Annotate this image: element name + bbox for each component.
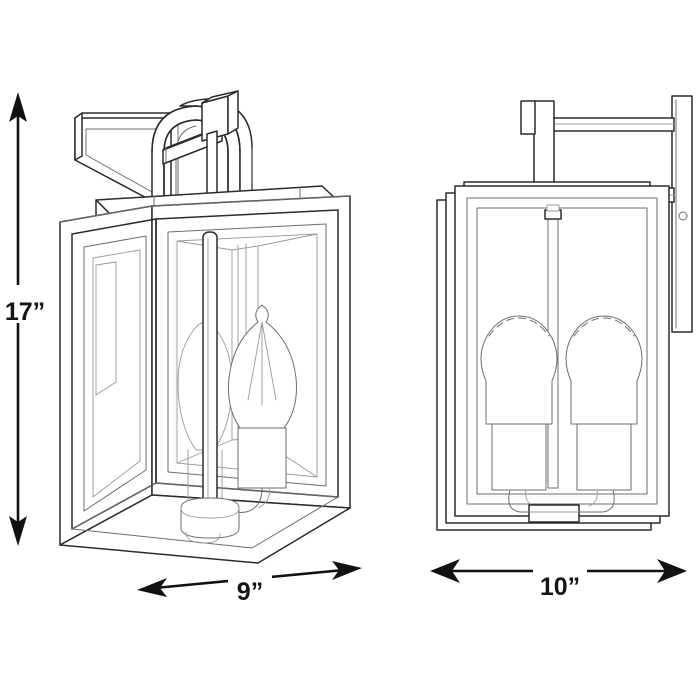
depth-dimension-label: 9” (237, 578, 263, 606)
depth-arrow-right-icon (332, 561, 362, 580)
bulb-front-socket (237, 427, 287, 489)
front-base-hub-plate (528, 504, 580, 523)
bulb-front-lead-wire (224, 487, 263, 515)
bulb-front-glass (228, 304, 297, 429)
body-top-edge (59, 195, 351, 223)
perspective-bulb-front (224, 304, 297, 515)
wall-plate-seen-through-glass (95, 261, 117, 396)
bulb-front-lead-wire-2 (257, 487, 271, 509)
width-arrow-left-icon (430, 559, 460, 583)
depth-arrow-left-icon (137, 578, 167, 597)
base-hub-top-ellipse (180, 507, 240, 519)
base-hub-lower-lip (185, 531, 221, 544)
front-bulb-right-wire-2 (588, 489, 598, 507)
width-dimension: 10” (430, 559, 687, 601)
height-arrow-up-icon (9, 92, 27, 122)
center-stem-tube (202, 231, 218, 507)
front-center-rod-cap (546, 204, 560, 212)
front-wall-plate-hole-icon (678, 211, 688, 221)
depth-dimension: 9” (137, 561, 362, 606)
height-dimension-label: 17” (5, 298, 45, 326)
glass-panel-left (83, 235, 147, 512)
height-label-backdrop (2, 285, 48, 323)
perspective-view (59, 90, 351, 564)
front-bulb-right-wire (577, 489, 615, 513)
hanger-block-side (227, 90, 239, 135)
perspective-arch-bracket (151, 90, 253, 201)
arch-band-inner-line (163, 119, 229, 201)
hanger-drop-stem (206, 130, 218, 197)
front-bulb-left-glass (480, 315, 558, 425)
front-bulb-left-top-dashed-edge (488, 317, 550, 337)
front-bulb-left-wire (508, 489, 546, 513)
glass-panel-left-inner (92, 249, 141, 498)
front-wall-plate (671, 95, 693, 333)
height-arrow-down-icon (9, 516, 27, 546)
front-base-hub (528, 504, 580, 523)
front-bulb-left-socket (491, 423, 547, 491)
front-bulb-right-glass (565, 315, 643, 425)
front-bulb-left (480, 315, 558, 513)
front-bulb-right-top-dashed-edge (573, 317, 635, 337)
bulb-front-filament (247, 321, 277, 406)
width-arrow-right-icon (657, 559, 687, 583)
front-bulb-right (565, 315, 643, 513)
perspective-interior-assembly (177, 231, 297, 544)
front-post-top-block (520, 100, 536, 135)
front-bulb-right-socket (576, 423, 632, 491)
front-arm-upper-bar (547, 117, 675, 132)
interior-back-wall-top (231, 245, 259, 251)
depth-label-backdrop (228, 572, 272, 604)
body-bottom-pan-inner (71, 482, 339, 549)
width-dimension-label: 10” (540, 573, 580, 601)
perspective-base-hub (180, 497, 240, 544)
height-dimension: 17” (2, 92, 48, 546)
width-label-backdrop (533, 565, 587, 599)
front-hanger-post (520, 100, 555, 190)
front-elevation-view (436, 95, 693, 531)
wall-plate-side (74, 112, 83, 161)
front-post-body (533, 100, 555, 190)
